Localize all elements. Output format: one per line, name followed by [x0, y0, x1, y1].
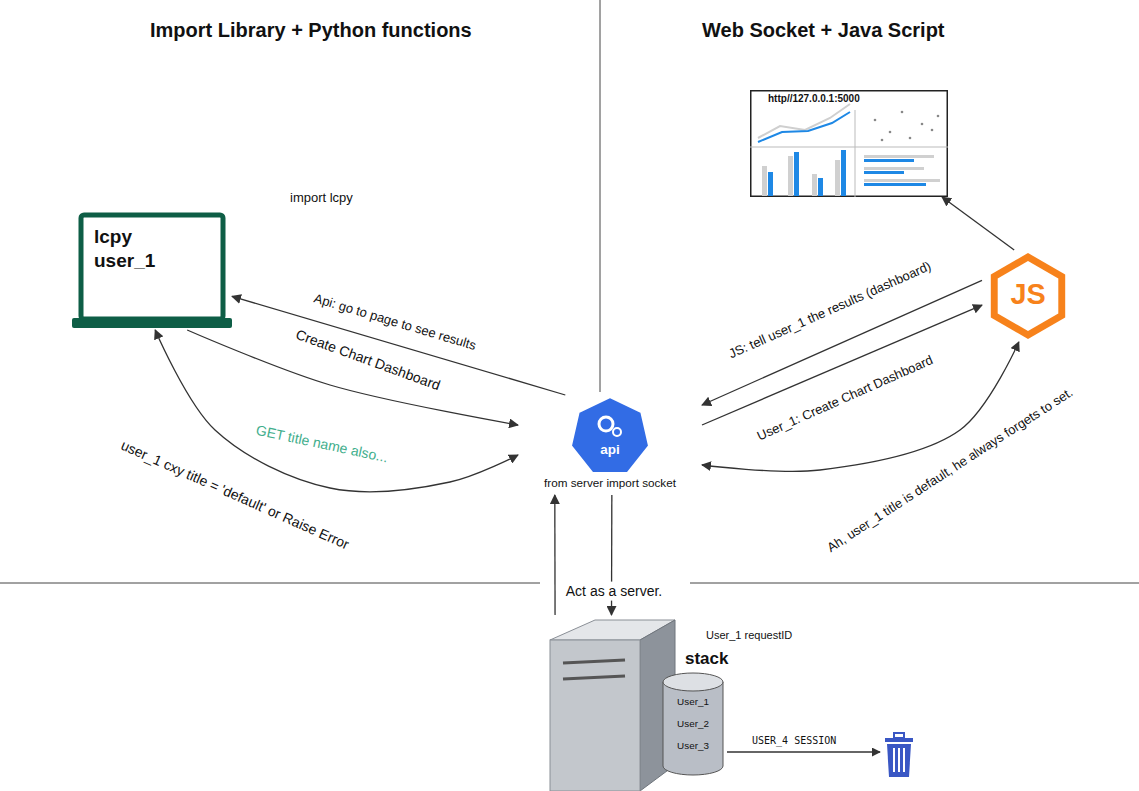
- edge-label: Act as a server.: [562, 582, 666, 601]
- node-text: api: [518, 442, 702, 458]
- code-note: import lcpy: [290, 190, 353, 206]
- node-text: lcpy: [94, 226, 132, 249]
- trash-body: [887, 744, 911, 777]
- session-note: USER_4 SESSION: [752, 735, 836, 747]
- drawing-circle: [937, 115, 940, 118]
- session-arrow: [727, 751, 880, 752]
- divider-line: [0, 583, 540, 584]
- drawing-polyline: [758, 112, 850, 142]
- js-logo: JS: [982, 250, 1074, 342]
- drawing-circle: [613, 428, 621, 436]
- node-text: user_1: [94, 250, 155, 273]
- drawing-rect: [768, 172, 773, 196]
- edge-label: GET title name also...: [255, 422, 390, 466]
- drawing-rect: [864, 155, 934, 158]
- divider-line: [600, 0, 601, 392]
- trash-stripe: [903, 748, 905, 772]
- edge-label: User_1: Create Chart Dashboard: [755, 352, 936, 444]
- drawing-rect: [835, 160, 840, 196]
- drawing-rect: [812, 174, 817, 196]
- drawing-ellipse: [663, 673, 723, 691]
- drawing-circle: [874, 119, 877, 122]
- section-heading: Import Library + Python functions: [150, 18, 472, 42]
- node-text: stack: [685, 649, 728, 669]
- drawing-rect: [751, 91, 948, 197]
- section-heading: Web Socket + Java Script: [702, 18, 945, 42]
- drawing-circle: [909, 137, 912, 140]
- node-text: http//127.0.0.1:5000: [768, 93, 860, 105]
- drawing-rect: [864, 171, 904, 174]
- trash-stripe: [893, 748, 895, 772]
- drawing-line: [750, 147, 948, 148]
- drawing-rect: [864, 159, 914, 162]
- edge-label: JS: tell user_1 the results (dashboard): [726, 258, 933, 362]
- drawing-rect: [864, 179, 940, 182]
- drawing-circle: [921, 123, 924, 126]
- request-note: User_1 requestID: [706, 629, 792, 642]
- trash-handle: [894, 733, 904, 738]
- node-text: User_2: [661, 718, 725, 730]
- drawing-rect: [550, 640, 640, 791]
- drawing-rect: [72, 318, 232, 328]
- drawing-circle: [599, 417, 613, 431]
- divider-line: [690, 583, 1139, 584]
- drawing-line: [563, 660, 625, 663]
- drawing-circle: [889, 131, 892, 134]
- drawing-rect: [841, 150, 846, 196]
- drawing-line: [563, 676, 625, 679]
- laptop-node: lcpyuser_1: [72, 210, 232, 330]
- connector-arrow: [232, 296, 565, 395]
- drawing-circle: [901, 111, 904, 114]
- node-text: JS: [982, 277, 1074, 312]
- drawing-rect: [81, 215, 223, 319]
- node-text: User_1: [661, 696, 725, 708]
- edge-label: Ah, user_1 title is default, he always f…: [824, 385, 1076, 556]
- drawing-polygon: [571, 397, 649, 473]
- drawing-rect: [762, 166, 767, 196]
- drawing-rect: [864, 167, 924, 170]
- node-text: from server import socket: [518, 476, 702, 490]
- drawing-rect: [864, 183, 926, 186]
- response-note: user_1 cxy title = 'default' or Raise Er…: [118, 437, 351, 553]
- trash-icon: [885, 733, 913, 777]
- api-icon: api from server import socket: [518, 395, 702, 495]
- connector-arrow: [554, 495, 556, 615]
- dashboard-panel: http//127.0.0.1:5000: [750, 90, 948, 197]
- drawing-rect: [788, 156, 793, 196]
- drawing-rect: [818, 178, 823, 196]
- trash-stripe: [898, 748, 900, 772]
- stack-cylinder: User_1User_2User_3: [661, 672, 725, 776]
- drawing-circle: [931, 129, 934, 132]
- connector-arrow: [942, 197, 1014, 250]
- trash-lid: [885, 738, 913, 742]
- node-outline: [750, 90, 948, 197]
- drawing-line: [855, 110, 856, 197]
- drawing-rect: [794, 152, 799, 196]
- server-tower: stackUser_1User_2User_3: [545, 615, 735, 791]
- node-text: User_3: [661, 740, 725, 752]
- drawing-circle: [881, 139, 884, 142]
